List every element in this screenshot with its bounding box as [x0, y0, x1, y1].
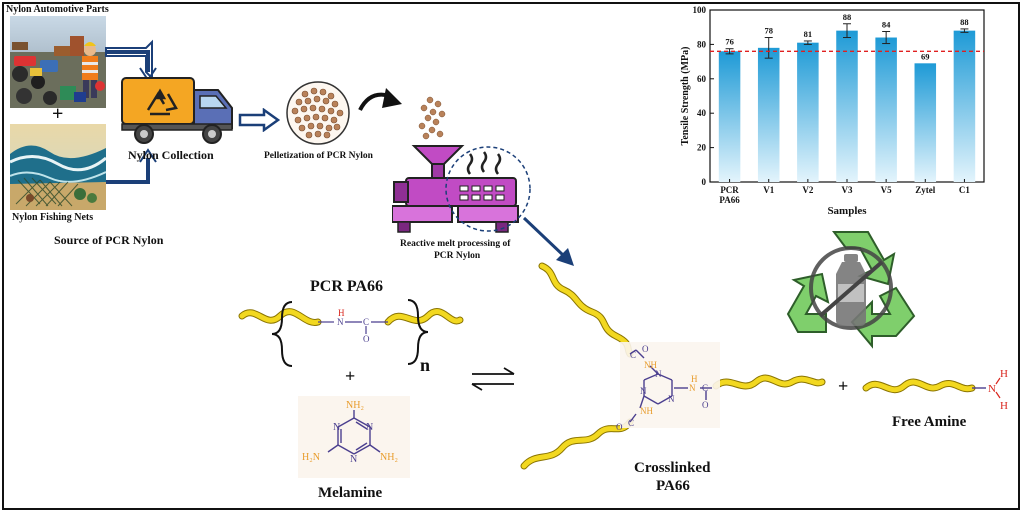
- ring-n-1: N: [366, 422, 373, 433]
- crosslinked-label-1: Crosslinked: [634, 460, 711, 476]
- bar: [757, 47, 780, 183]
- amide-c: C: [363, 317, 369, 327]
- pellet-icon: [286, 81, 350, 145]
- reactive-label-2: PCR Nylon: [434, 251, 481, 261]
- x-tick-label: Zytel: [915, 185, 935, 195]
- bar: [718, 51, 741, 182]
- bar: [953, 30, 976, 182]
- pelletization-label: Pelletization of PCR Nylon: [264, 151, 373, 161]
- extruder-icon: [392, 96, 531, 233]
- amine-h-bottom: H: [1000, 400, 1008, 412]
- y-tick-label: 40: [697, 108, 707, 118]
- xl-o-top: O: [642, 344, 649, 354]
- x-tick-label: V1: [763, 185, 774, 195]
- reactive-label-1: Reactive melt processing of: [400, 239, 511, 249]
- bar: [875, 37, 897, 182]
- y-tick-label: 20: [697, 143, 707, 153]
- pcr-pa66-structure: N H C O: [238, 299, 464, 367]
- fishing-label: Nylon Fishing Nets: [12, 212, 94, 223]
- repeat-n: n: [420, 355, 431, 375]
- amide-n: N: [337, 317, 344, 327]
- pcr-title: PCR PA66: [310, 278, 384, 295]
- x-tick-label: V3: [842, 185, 853, 195]
- equilibrium-arrows: [471, 367, 515, 391]
- melamine-label: Melamine: [318, 485, 383, 501]
- arrow-to-product: [522, 216, 574, 266]
- x-axis-label: Samples: [827, 205, 867, 217]
- x-tick-label: PA66: [719, 195, 740, 205]
- curved-arrow: [358, 88, 402, 111]
- bar-value-label: 78: [764, 26, 773, 36]
- melamine-nh2-top: NH₂: [346, 400, 364, 411]
- y-axis-label: Tensile Strength (MPa): [680, 47, 691, 146]
- bar-value-label: 76: [725, 37, 734, 47]
- xl-c-bottom: C: [628, 418, 634, 428]
- bar: [797, 42, 819, 183]
- bar: [836, 30, 858, 182]
- melamine-nh2-right: NH₂: [380, 452, 398, 463]
- bottle-recycle-icon: [786, 231, 916, 349]
- x-tick-label: C1: [959, 185, 970, 195]
- xl-nh-top: NH: [644, 360, 657, 370]
- truck-icon: [121, 77, 233, 144]
- xl-ring-n-b: N: [668, 394, 675, 404]
- ring-n-2: N: [350, 454, 357, 465]
- automotive-label: Nylon Automotive Parts: [6, 4, 109, 15]
- xl-c-right: C: [702, 383, 708, 393]
- crosslinked-structure: C O NH N N N N H C O NH C O: [520, 262, 826, 470]
- xl-c-top: C: [630, 350, 636, 360]
- xl-n-right: N: [689, 383, 696, 393]
- xl-h-right: H: [691, 374, 698, 384]
- bottle-icon: [836, 254, 866, 326]
- recycle-icon: [146, 88, 178, 116]
- y-tick-label: 60: [697, 74, 707, 84]
- xl-nh-bottom: NH: [640, 406, 653, 416]
- xl-ring-n-a: N: [655, 369, 662, 379]
- product-plus: +: [838, 376, 849, 396]
- amide-h: H: [338, 308, 345, 318]
- reaction-plus: +: [345, 366, 356, 386]
- ring-n-3: N: [333, 422, 340, 433]
- amine-n: N: [988, 383, 996, 395]
- bar-value-label: 81: [804, 29, 813, 39]
- fishing-nets-image: [10, 124, 106, 210]
- y-tick-label: 100: [693, 5, 707, 15]
- source-plus: +: [52, 103, 64, 125]
- arrow-to-pellets: [238, 108, 281, 132]
- free-amine-label: Free Amine: [892, 414, 967, 430]
- xl-ring-n-c: N: [640, 386, 647, 396]
- source-title: Source of PCR Nylon: [54, 233, 164, 247]
- xl-o-bottom: O: [616, 422, 623, 432]
- feed-arrows: [105, 39, 157, 184]
- y-tick-label: 80: [697, 39, 707, 49]
- automotive-parts-image: [10, 16, 106, 108]
- bar-value-label: 88: [960, 17, 969, 27]
- x-tick-label: V5: [881, 185, 892, 195]
- bar-value-label: 69: [921, 51, 930, 61]
- melamine-structure: N N N NH₂ NH₂ H₂N: [298, 396, 410, 478]
- bar-value-label: 88: [843, 12, 852, 22]
- crosslinked-label-2: PA66: [656, 478, 690, 494]
- amide-o: O: [363, 334, 370, 344]
- x-tick-label: PCR: [720, 185, 739, 195]
- melamine-h2n-left: H₂N: [302, 452, 320, 463]
- xl-o-right: O: [702, 400, 709, 410]
- y-tick-label: 0: [702, 177, 707, 187]
- collection-label: Nylon Collection: [128, 148, 214, 162]
- bar: [914, 63, 937, 182]
- bar-value-label: 84: [882, 20, 891, 30]
- x-tick-label: V2: [802, 185, 813, 195]
- free-amine-structure: N H H: [862, 368, 1008, 412]
- amine-h-top: H: [1000, 368, 1008, 380]
